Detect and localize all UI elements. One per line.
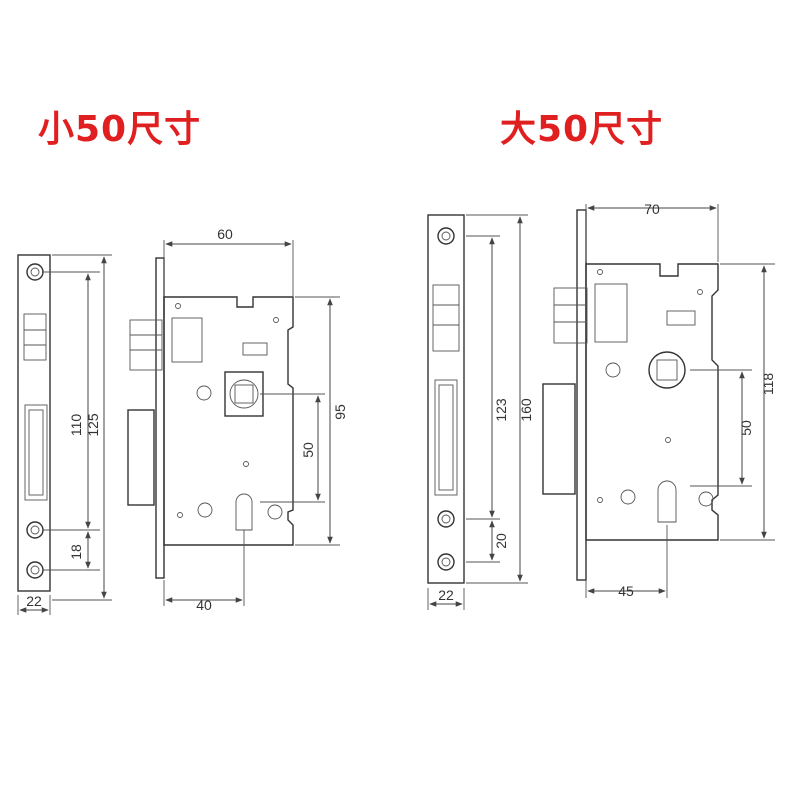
large-body-width-dim: 70: [585, 201, 719, 262]
large-body-height-dims: 118 50: [690, 263, 776, 541]
dim-small-22: 22: [26, 593, 42, 609]
large-height-dims: 123 160 20: [466, 214, 534, 584]
small-faceplate-width-dim: 22: [17, 593, 51, 615]
dim-large-123: 123: [493, 398, 509, 422]
dim-small-60: 60: [217, 226, 233, 242]
small-backset-dim: 40: [163, 530, 245, 613]
dim-large-20: 20: [493, 533, 509, 549]
dim-small-18: 18: [68, 544, 84, 560]
title-small-50: 小50尺寸: [38, 109, 202, 150]
dim-large-118: 118: [760, 373, 776, 396]
small-body-height-dims: 95 50: [260, 296, 348, 546]
dim-large-160: 160: [518, 398, 534, 422]
dim-small-50: 50: [300, 442, 316, 458]
dim-small-95: 95: [332, 404, 348, 420]
dim-large-50: 50: [738, 420, 754, 436]
small-body-width-dim: 60: [163, 226, 294, 296]
dim-large-45: 45: [618, 583, 634, 599]
dim-small-40: 40: [196, 597, 212, 613]
dim-large-22: 22: [438, 587, 454, 603]
title-large-50: 大50尺寸: [500, 109, 664, 150]
large-faceplate: [427, 214, 465, 584]
small-lock-body: [127, 257, 294, 579]
large-lock-body: [542, 209, 719, 581]
large-backset-dim: 45: [585, 525, 668, 599]
large-faceplate-width-dim: 22: [427, 587, 465, 610]
small-faceplate: [17, 254, 51, 592]
dim-small-125: 125: [85, 413, 101, 437]
dim-small-110: 110: [68, 414, 84, 437]
small-height-dims: 110 125 18: [42, 254, 112, 601]
dim-large-70: 70: [644, 201, 660, 217]
small-lock: 110 125 18 22: [17, 226, 348, 615]
large-lock: 123 160 20 22: [427, 201, 776, 610]
